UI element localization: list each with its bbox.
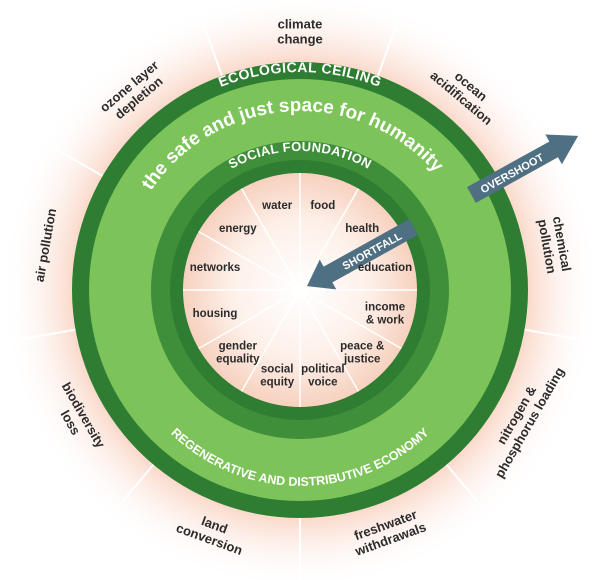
inner-divider-line [198,289,301,350]
inner-labels: food health education income& work peace &ju… [190,200,412,389]
inner-label-8: housing [193,308,238,320]
outer-divider-line [524,328,596,344]
outer-divider-line [106,464,155,521]
outer-divider-line [377,7,404,77]
inner-label-2: education [358,262,412,274]
inner-label-3: income& work [365,301,405,326]
inner-divider-line [299,289,402,350]
outer-divider-line [445,464,494,521]
outer-divider-line [4,328,76,344]
inner-divider-line [299,289,360,392]
outer-divider-line [39,139,104,177]
inner-divider-line [240,188,301,291]
inner-label-9: networks [190,262,241,274]
inner-label-4: peace &justice [340,341,384,366]
inner-label-11: water [261,200,293,212]
inner-label-1: health [345,223,379,235]
inner-divider-line [198,230,301,291]
inner-divider-line [240,289,301,392]
inner-label-0: food [310,200,335,212]
inner-label-10: energy [219,223,257,235]
outer-divider-line [196,7,223,77]
inner-divider-line [299,188,360,291]
